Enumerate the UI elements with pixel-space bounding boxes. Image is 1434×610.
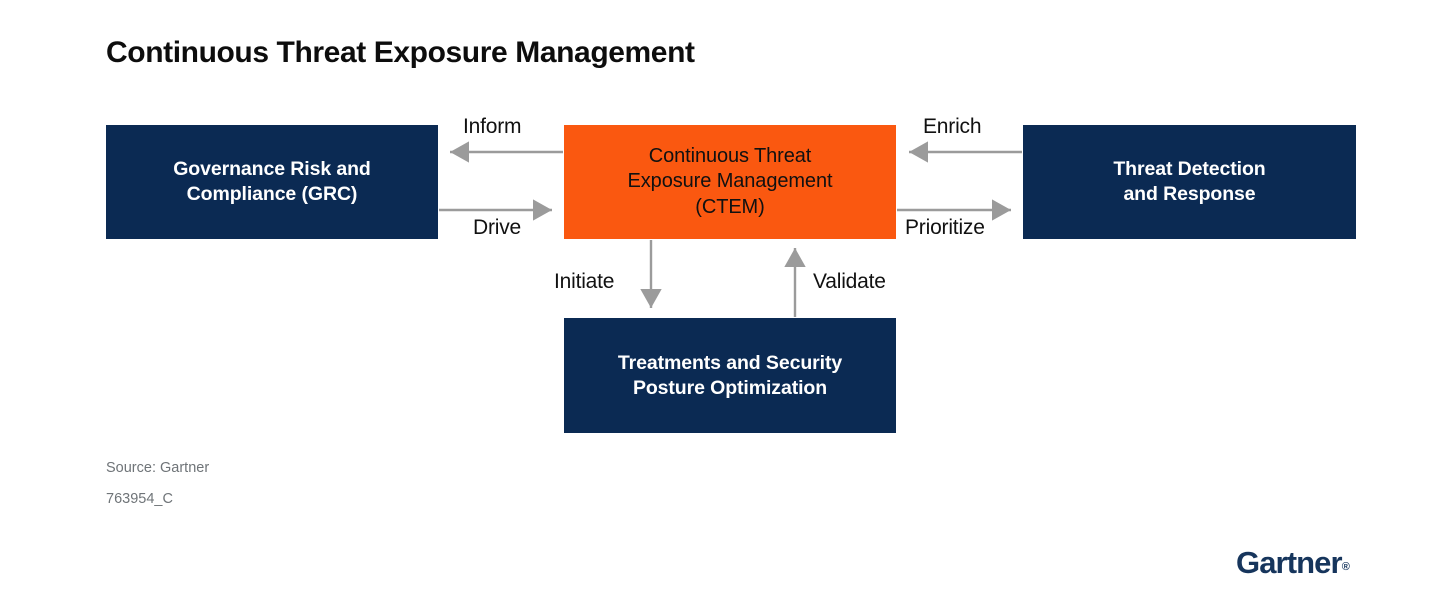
edge-label-initiate: Initiate	[554, 270, 615, 293]
source-attribution: Source: Gartner	[106, 460, 210, 476]
edge-label-inform: Inform	[463, 115, 522, 138]
edge-label-drive: Drive	[473, 216, 522, 239]
edge-label-prioritize: Prioritize	[905, 216, 985, 239]
registered-trademark-icon: ®	[1341, 561, 1350, 573]
gartner-logo-text: Gartner	[1236, 545, 1343, 580]
page-title: Continuous Threat Exposure Management	[106, 36, 695, 69]
source-code: 763954_C	[106, 491, 173, 507]
gartner-logo: Gartner®	[1236, 545, 1350, 581]
edge-label-validate: Validate	[813, 270, 886, 293]
edge-label-enrich: Enrich	[923, 115, 982, 138]
